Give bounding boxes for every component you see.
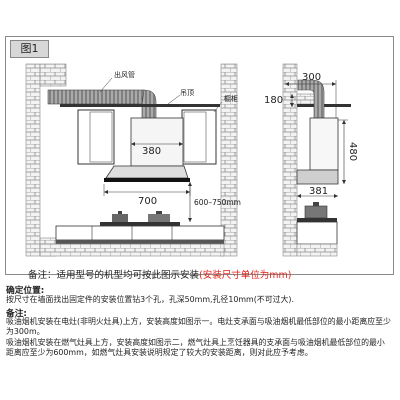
left-ceiling-bricks <box>39 63 67 87</box>
right-lower-cabinet <box>296 221 338 245</box>
right-wall <box>282 63 298 257</box>
exhaust-duct <box>47 89 145 105</box>
dim-right-top: 300 <box>302 72 322 83</box>
figure-label: 图1 <box>10 40 49 58</box>
exhaust-pipe-label: 出风管 <box>114 71 135 79</box>
stove-top <box>100 222 180 226</box>
section-position-body: 按尺寸在墙面找出固定件的安装位置钻3个孔，孔深50mm,孔径10mm(不可过大)… <box>6 295 294 304</box>
dim-right-height: 480 <box>347 142 358 162</box>
dim-install-height: 600–750mm <box>194 198 241 207</box>
section-notes-para2: 吸油烟机安装在燃气灶具上方，安装高度如图示二，燃气灶具上烹饪器具的支承面与吸油烟… <box>6 338 385 358</box>
right-hood-chimney <box>309 117 339 171</box>
dim-right-ceiling: 180 <box>264 95 284 106</box>
right-pot <box>304 205 328 219</box>
section-notes-para1: 吸油烟机安装在电灶(非明火灶具)上方，安装高度如图示一。电灶支承面与吸油烟机最低… <box>6 317 391 337</box>
dim-right-depth: 381 <box>309 186 329 197</box>
hanging-board <box>60 104 220 107</box>
dim-hood-width: 380 <box>142 146 162 157</box>
install-note-unit: (安装尺寸单位为mm) <box>199 270 292 281</box>
hood-chimney <box>130 117 184 167</box>
dim-cabinet-width: 700 <box>138 196 158 207</box>
pot-left <box>112 214 128 222</box>
figure-frame <box>5 36 394 275</box>
section-notes-title: 备注: <box>6 309 27 319</box>
right-hood-canopy <box>296 169 339 185</box>
lower-cabinet <box>55 225 225 241</box>
hanging-board-label: 吊顶 <box>180 89 194 97</box>
left-wall <box>25 63 41 257</box>
cabinet-label: 橱柜 <box>224 95 238 103</box>
hood-canopy <box>105 165 189 179</box>
floor <box>39 243 225 257</box>
right-pillar <box>220 63 238 257</box>
install-note-text: 备注：适用型号的机型均可按此图示安装 <box>28 270 200 281</box>
pot-right <box>148 214 170 222</box>
install-note: 备注：适用型号的机型均可按此图示安装(安装尺寸单位为mm) <box>28 267 291 281</box>
section-position-title: 确定位置: <box>6 286 45 296</box>
